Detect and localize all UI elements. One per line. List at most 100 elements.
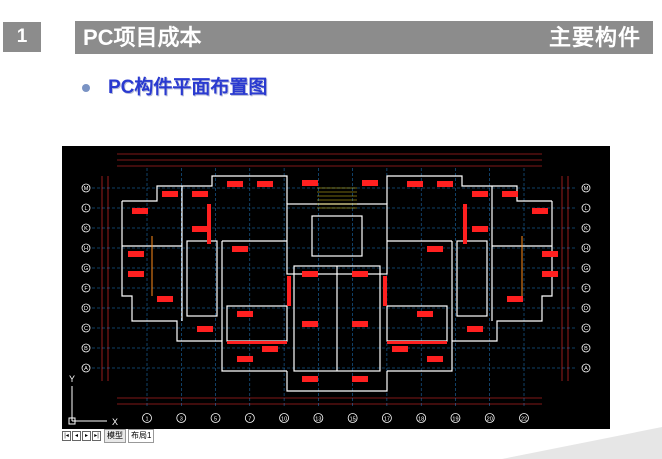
dimension-lines xyxy=(101,153,569,405)
component-tag xyxy=(257,181,273,187)
svg-text:G: G xyxy=(584,266,588,272)
axis-right-L: L xyxy=(581,203,591,213)
component-tag xyxy=(302,321,318,327)
component-tag xyxy=(162,191,178,197)
component-tag xyxy=(472,226,488,232)
svg-text:C: C xyxy=(84,326,88,332)
axis-marker-22: 22 xyxy=(519,413,529,423)
tab-layout[interactable]: 布局1 xyxy=(128,429,155,443)
axis-right-H: H xyxy=(581,243,591,253)
axis-marker-10: 10 xyxy=(279,413,289,423)
svg-text:A: A xyxy=(84,366,88,372)
component-tag xyxy=(472,191,488,197)
axis-marker-3: 3 xyxy=(176,413,187,423)
svg-text:G: G xyxy=(84,266,88,272)
axis-marker-19: 19 xyxy=(450,413,461,423)
svg-text:3: 3 xyxy=(180,417,183,423)
component-tag xyxy=(232,246,248,252)
axis-marker-7: 7 xyxy=(244,413,255,423)
component-tag xyxy=(262,346,278,352)
svg-text:D: D xyxy=(584,306,588,312)
axis-x-label: X xyxy=(112,417,118,427)
precast-wall-segment xyxy=(227,341,287,344)
svg-text:18: 18 xyxy=(418,417,424,423)
slide-number: 1 xyxy=(3,22,41,52)
axis-marker-1: 1 xyxy=(142,413,152,423)
svg-text:13: 13 xyxy=(315,417,321,423)
component-tag xyxy=(237,356,253,362)
component-tag xyxy=(227,181,243,187)
component-tag xyxy=(542,271,558,277)
svg-text:H: H xyxy=(584,246,588,252)
svg-text:20: 20 xyxy=(487,417,493,423)
component-tag xyxy=(427,356,443,362)
axis-right-G: G xyxy=(581,263,591,273)
title-bar: PC项目成本 主要构件 xyxy=(75,21,653,54)
axis-markers-left: M L K H G F D C B A xyxy=(81,183,91,373)
precast-wall-segment xyxy=(463,204,467,244)
next-tab-button[interactable]: ▸ xyxy=(82,430,91,441)
axis-right-C: C xyxy=(581,323,591,333)
component-tag xyxy=(467,326,483,332)
component-tag xyxy=(352,376,368,382)
component-tag xyxy=(157,296,173,302)
axis-right-K: K xyxy=(581,223,591,233)
axis-right-D: D xyxy=(581,303,591,313)
svg-text:C: C xyxy=(584,326,588,332)
component-tag xyxy=(132,208,148,214)
svg-text:D: D xyxy=(84,306,88,312)
svg-text:L: L xyxy=(584,206,587,212)
precast-wall-segment xyxy=(207,204,211,244)
svg-text:15: 15 xyxy=(350,417,356,423)
axis-left-H: H xyxy=(81,243,91,253)
component-tag xyxy=(352,321,368,327)
prev-tab-button[interactable]: ◂ xyxy=(72,430,81,441)
svg-text:7: 7 xyxy=(248,417,251,423)
svg-text:5: 5 xyxy=(214,417,217,423)
svg-text:M: M xyxy=(584,186,589,192)
component-tag xyxy=(197,326,213,332)
axis-left-F: F xyxy=(81,283,91,293)
tab-model[interactable]: 模型 xyxy=(104,429,126,443)
svg-text:19: 19 xyxy=(452,417,458,423)
svg-text:F: F xyxy=(84,286,88,292)
svg-text:22: 22 xyxy=(521,417,527,423)
component-tag xyxy=(128,251,144,257)
svg-text:10: 10 xyxy=(281,417,287,423)
axis-left-M: M xyxy=(81,183,91,193)
svg-text:M: M xyxy=(84,186,89,192)
axis-marker-18: 18 xyxy=(416,413,427,423)
component-tag xyxy=(192,191,208,197)
component-tag xyxy=(392,346,408,352)
svg-text:K: K xyxy=(84,226,88,232)
svg-text:L: L xyxy=(84,206,87,212)
axis-marker-5: 5 xyxy=(210,413,221,423)
axis-marker-17: 17 xyxy=(382,413,392,423)
section-title: 主要构件 xyxy=(548,25,641,50)
component-tag xyxy=(542,251,558,257)
axis-left-G: G xyxy=(81,263,91,273)
axis-y-label: Y xyxy=(69,374,75,384)
precast-wall-segment xyxy=(383,276,387,306)
component-tag xyxy=(532,208,548,214)
axis-left-K: K xyxy=(81,223,91,233)
axis-left-D: D xyxy=(81,303,91,313)
svg-text:B: B xyxy=(84,346,88,352)
axis-marker-15: 15 xyxy=(347,413,358,423)
slide-title: PC项目成本 xyxy=(83,25,202,50)
precast-wall-segment xyxy=(387,341,447,344)
last-tab-button[interactable]: ▸| xyxy=(92,430,101,441)
first-tab-button[interactable]: |◂ xyxy=(62,430,71,441)
ucs-icon xyxy=(68,386,107,425)
component-tag xyxy=(507,296,523,302)
axis-right-B: B xyxy=(581,343,591,353)
component-tag xyxy=(237,311,253,317)
svg-text:A: A xyxy=(584,366,588,372)
orange-accents xyxy=(151,236,523,296)
axis-marker-13: 13 xyxy=(313,413,324,423)
component-tag xyxy=(302,180,318,186)
component-tag xyxy=(362,180,378,186)
